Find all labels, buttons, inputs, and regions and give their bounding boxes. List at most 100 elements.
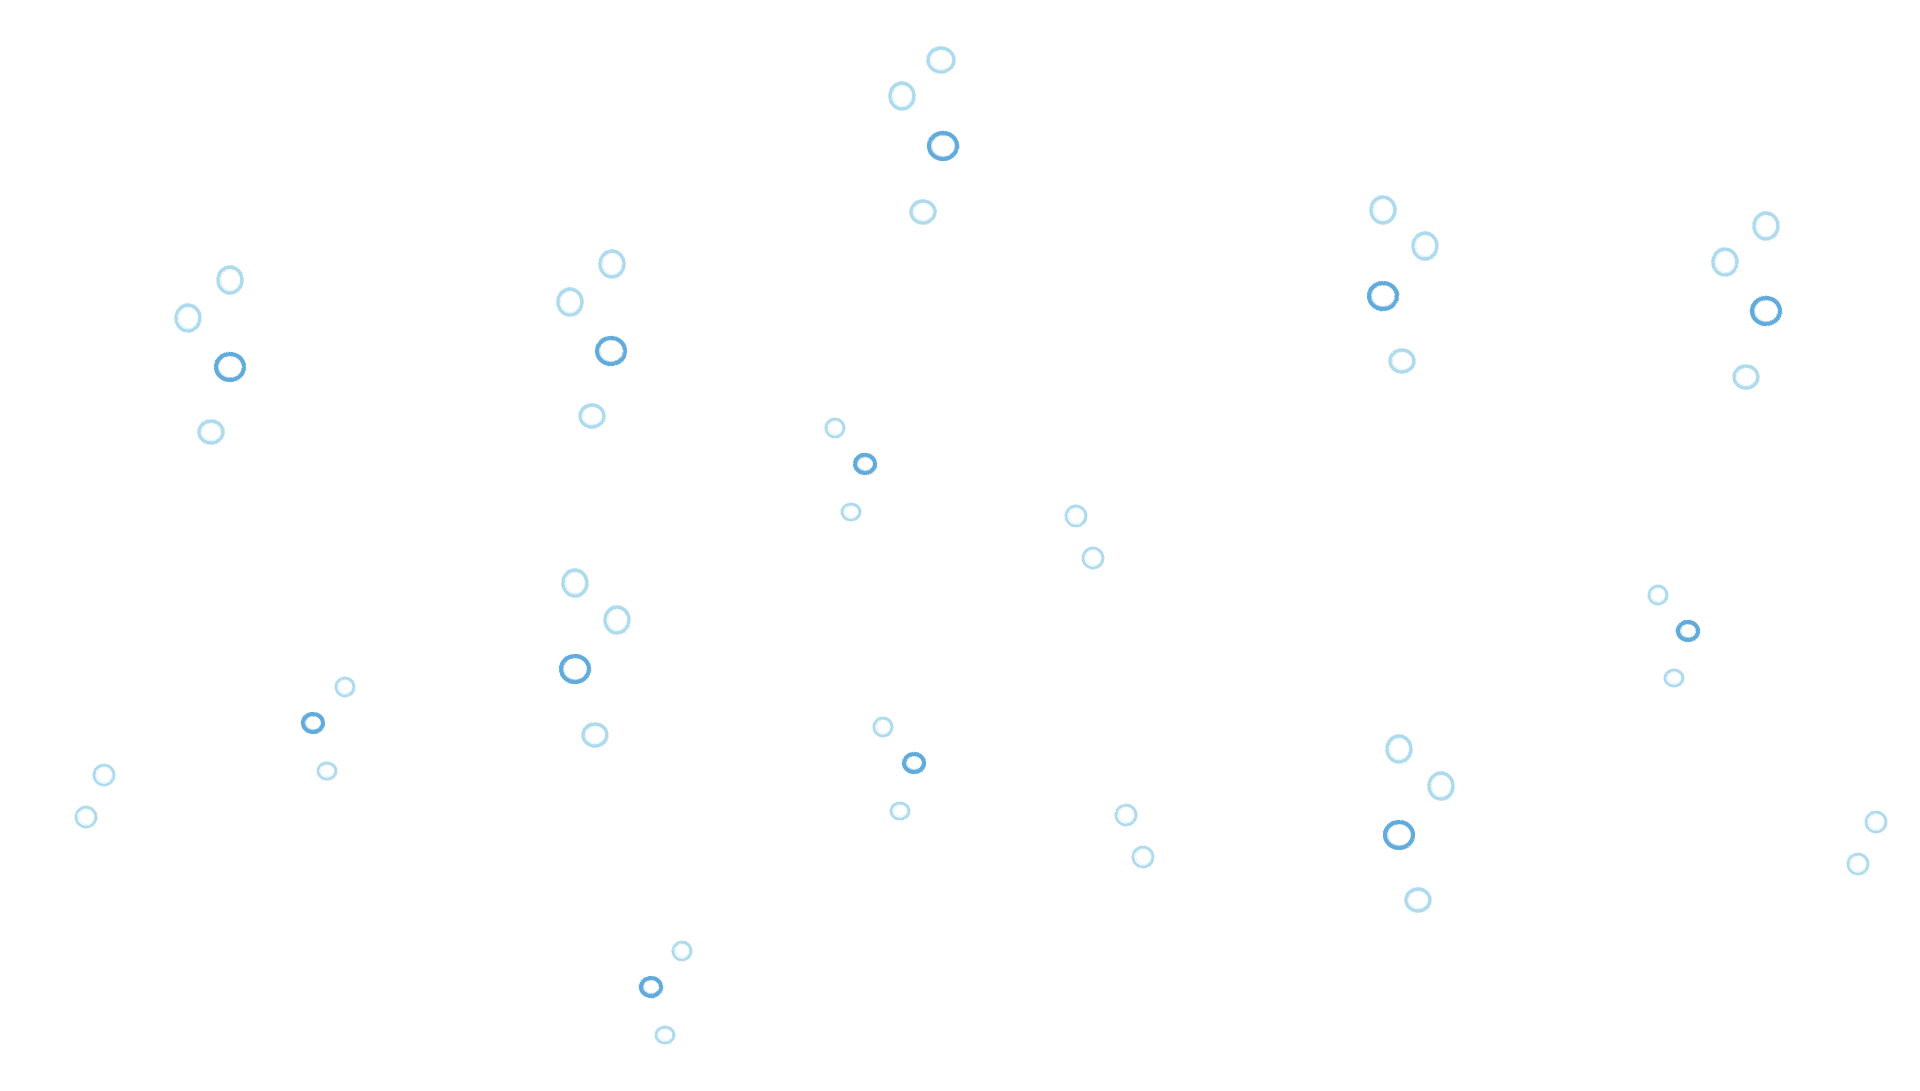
bubble-28 xyxy=(1404,887,1432,913)
bubble-13 xyxy=(1369,195,1397,225)
bubble-46-inner-ring xyxy=(1118,806,1135,823)
bubble-23 xyxy=(558,653,592,685)
bubble-40-inner-ring xyxy=(658,1028,673,1041)
bubble-48-inner-ring xyxy=(96,766,113,783)
bubble-30-inner-ring xyxy=(857,456,874,471)
bubble-33-inner-ring xyxy=(906,755,923,770)
bubble-17-inner-ring xyxy=(1756,214,1777,237)
bubble-15-inner-ring xyxy=(1371,284,1396,307)
bubble-7 xyxy=(213,351,247,383)
bubble-15 xyxy=(1366,280,1400,312)
bubble-25-inner-ring xyxy=(1389,737,1410,760)
bubble-37-inner-ring xyxy=(320,764,335,777)
bubble-32 xyxy=(872,716,894,738)
bubble-21-inner-ring xyxy=(565,571,586,594)
bubble-10 xyxy=(556,287,584,317)
bubble-51-inner-ring xyxy=(1850,855,1867,872)
bubble-39 xyxy=(638,975,664,999)
bubble-42-inner-ring xyxy=(1680,623,1697,638)
bubble-45 xyxy=(1081,546,1105,570)
bubble-1 xyxy=(926,46,956,74)
bubble-20-inner-ring xyxy=(1736,367,1757,386)
bubble-14 xyxy=(1411,231,1439,261)
bubble-12-inner-ring xyxy=(582,406,603,425)
bubble-32-inner-ring xyxy=(876,719,891,734)
bubble-27 xyxy=(1382,819,1416,851)
bubble-51 xyxy=(1846,852,1870,876)
bubble-6 xyxy=(174,303,202,333)
bubble-16-inner-ring xyxy=(1392,351,1413,370)
bubble-5-inner-ring xyxy=(220,268,241,291)
bubble-35 xyxy=(334,676,356,698)
bubble-16 xyxy=(1388,348,1416,374)
bubble-11 xyxy=(594,335,628,367)
bubble-4 xyxy=(909,199,937,225)
bubble-19-inner-ring xyxy=(1754,299,1779,322)
bubble-5 xyxy=(216,265,244,295)
bubble-36-inner-ring xyxy=(305,715,322,730)
bubble-26-inner-ring xyxy=(1431,774,1452,797)
bubble-26 xyxy=(1427,771,1455,801)
bubble-20 xyxy=(1732,364,1760,390)
bubble-11-inner-ring xyxy=(599,339,624,362)
bubble-1-inner-ring xyxy=(930,49,953,70)
bubble-49 xyxy=(74,805,98,829)
bubble-47-inner-ring xyxy=(1135,848,1152,865)
bubble-41 xyxy=(1647,584,1669,606)
bubble-12 xyxy=(578,403,606,429)
bubble-48 xyxy=(92,763,116,787)
bubble-29 xyxy=(824,417,846,439)
bubble-13-inner-ring xyxy=(1373,198,1394,221)
bubble-3-inner-ring xyxy=(931,134,956,157)
bubble-22 xyxy=(603,605,631,635)
bubble-31-inner-ring xyxy=(844,505,859,518)
bubble-40 xyxy=(654,1025,676,1045)
bubble-46 xyxy=(1114,803,1138,827)
bubble-50-inner-ring xyxy=(1868,813,1885,830)
bubble-8-inner-ring xyxy=(201,422,222,441)
bubble-10-inner-ring xyxy=(560,290,581,313)
bubble-22-inner-ring xyxy=(607,608,628,631)
bubble-24-inner-ring xyxy=(585,725,606,744)
bubble-14-inner-ring xyxy=(1415,234,1436,257)
bubble-38 xyxy=(671,940,693,962)
bubble-2-inner-ring xyxy=(892,84,913,107)
bubble-28-inner-ring xyxy=(1408,890,1429,909)
bubble-45-inner-ring xyxy=(1085,549,1102,566)
bubble-38-inner-ring xyxy=(675,943,690,958)
bubble-2 xyxy=(888,81,916,111)
bubble-18-inner-ring xyxy=(1715,250,1736,273)
bubble-9-inner-ring xyxy=(602,252,623,275)
bubble-4-inner-ring xyxy=(913,202,934,221)
bubble-37 xyxy=(316,761,338,781)
bubble-23-inner-ring xyxy=(563,657,588,680)
bubble-7-inner-ring xyxy=(218,355,243,378)
bubble-43-inner-ring xyxy=(1667,671,1682,684)
bubble-36 xyxy=(300,711,326,735)
bubble-42 xyxy=(1675,619,1701,643)
bubble-6-inner-ring xyxy=(178,306,199,329)
bubble-35-inner-ring xyxy=(338,679,353,694)
bubble-39-inner-ring xyxy=(643,979,660,994)
bubble-34 xyxy=(889,801,911,821)
bubble-27-inner-ring xyxy=(1387,823,1412,846)
bubble-17 xyxy=(1752,211,1780,241)
bubble-41-inner-ring xyxy=(1651,587,1666,602)
bubble-43 xyxy=(1663,668,1685,688)
bubble-3 xyxy=(926,130,960,162)
bubble-18 xyxy=(1711,247,1739,277)
bubble-44-inner-ring xyxy=(1068,507,1085,524)
bubble-50 xyxy=(1864,810,1888,834)
bubble-31 xyxy=(840,502,862,522)
bubble-9 xyxy=(598,249,626,279)
bubble-33 xyxy=(901,751,927,775)
bubble-19 xyxy=(1749,295,1783,327)
bubble-29-inner-ring xyxy=(828,420,843,435)
bubble-47 xyxy=(1131,845,1155,869)
bubble-8 xyxy=(197,419,225,445)
bubble-49-inner-ring xyxy=(78,808,95,825)
bubble-24 xyxy=(581,722,609,748)
bubble-25 xyxy=(1385,734,1413,764)
